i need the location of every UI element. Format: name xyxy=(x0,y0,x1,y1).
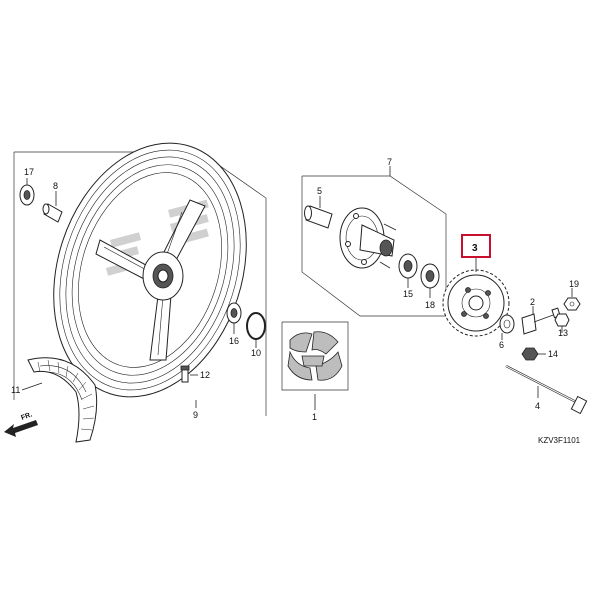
part-16-bearing xyxy=(226,302,242,334)
front-direction-label: FR. xyxy=(20,411,33,421)
label-part-6[interactable]: 6 xyxy=(499,340,504,350)
label-part-4[interactable]: 4 xyxy=(535,401,540,411)
label-part-1[interactable]: 1 xyxy=(312,412,317,422)
part-17-bearing xyxy=(19,178,35,206)
label-part-14[interactable]: 14 xyxy=(548,349,558,359)
label-part-2[interactable]: 2 xyxy=(530,297,535,307)
label-part-5[interactable]: 5 xyxy=(317,186,322,196)
part-4-axle xyxy=(505,365,588,415)
part-14-nut xyxy=(521,347,546,361)
part-7-hub-flange xyxy=(339,207,397,269)
part-19-nut xyxy=(563,288,581,311)
part-10-ring xyxy=(246,312,266,348)
part-8-spacer xyxy=(42,191,63,223)
part-13-nut xyxy=(554,313,570,333)
part-1-dampers xyxy=(287,331,343,381)
label-part-3[interactable]: 3 xyxy=(472,243,478,254)
part-12-valve xyxy=(180,365,198,383)
label-part-19[interactable]: 19 xyxy=(569,279,579,289)
label-part-13[interactable]: 13 xyxy=(558,328,568,338)
label-part-11[interactable]: 11 xyxy=(11,385,20,395)
part-15-bearing xyxy=(398,253,418,288)
part-11-tire xyxy=(21,357,98,443)
label-part-17[interactable]: 17 xyxy=(24,167,34,177)
wheel-rim xyxy=(53,142,247,398)
label-part-10[interactable]: 10 xyxy=(251,348,261,358)
damper-frame xyxy=(281,321,349,391)
label-part-7[interactable]: 7 xyxy=(387,157,392,167)
label-part-16[interactable]: 16 xyxy=(229,336,239,346)
label-part-12[interactable]: 12 xyxy=(200,370,210,380)
wheel-hub xyxy=(142,251,184,301)
part-3-highlight-box xyxy=(461,234,491,258)
label-part-9[interactable]: 9 xyxy=(193,410,198,420)
diagram-code: KZV3F1101 xyxy=(538,436,581,445)
part-labels: 17 8 7 5 3 19 2 15 18 13 6 16 10 14 12 1… xyxy=(11,157,579,422)
part-18-bearing xyxy=(420,263,440,298)
part-6-collar xyxy=(499,314,515,340)
front-direction-arrow: FR. xyxy=(4,411,38,437)
part-5-spacer xyxy=(304,196,333,229)
label-part-15[interactable]: 15 xyxy=(403,289,413,299)
label-part-8[interactable]: 8 xyxy=(53,181,58,191)
part-3-sprocket xyxy=(442,256,510,337)
label-part-18[interactable]: 18 xyxy=(425,300,435,310)
